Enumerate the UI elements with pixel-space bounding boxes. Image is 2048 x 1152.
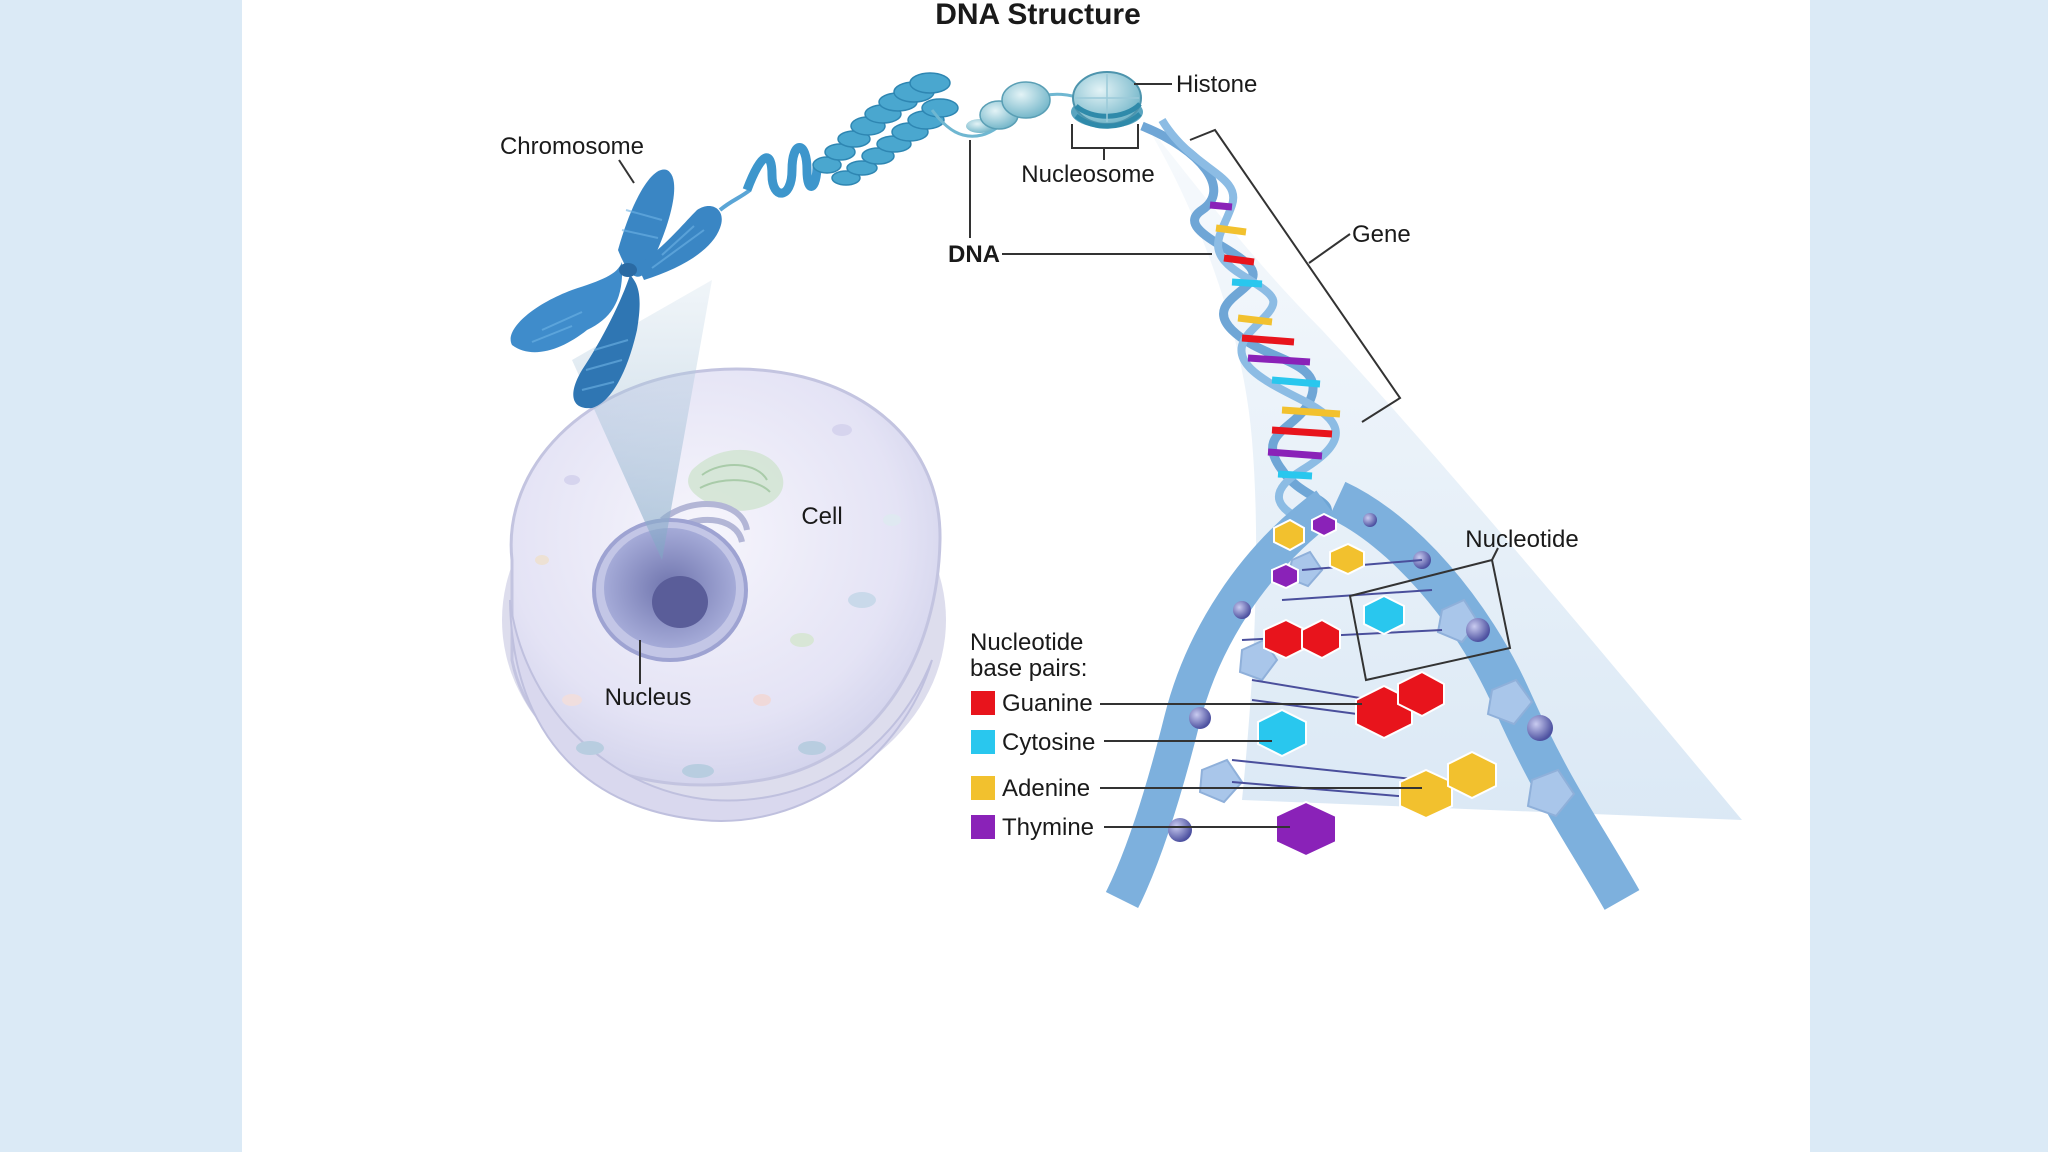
legend-label-cytosine: Cytosine xyxy=(1002,729,1095,756)
legend-heading-line1: Nucleotide xyxy=(970,629,1083,656)
legend-swatch-thymine xyxy=(971,815,995,839)
dna-helix xyxy=(1140,117,1341,524)
leader-lines xyxy=(618,83,1512,828)
label-gene: Gene xyxy=(1352,221,1411,248)
legend-swatch-adenine xyxy=(971,776,995,800)
label-nucleotide: Nucleotide xyxy=(1465,526,1578,553)
label-chromosome: Chromosome xyxy=(500,133,644,160)
histone-illustration xyxy=(1071,71,1143,129)
label-nucleosome: Nucleosome xyxy=(1021,161,1154,188)
dna-structure-diagram: DNA Structure xyxy=(500,0,1742,910)
legend-label-guanine: Guanine xyxy=(1002,690,1093,717)
label-nucleus: Nucleus xyxy=(605,684,692,711)
chromosome-illustration xyxy=(510,143,822,409)
diagram-title: DNA Structure xyxy=(935,0,1141,31)
legend-heading-line2: base pairs: xyxy=(970,655,1087,682)
label-dna: DNA xyxy=(948,241,1000,268)
cell-illustration xyxy=(502,367,946,822)
legend-swatch-guanine xyxy=(971,691,995,715)
chromatin-fiber xyxy=(812,72,959,186)
label-histone: Histone xyxy=(1176,71,1257,98)
label-cell: Cell xyxy=(801,503,842,530)
legend-label-thymine: Thymine xyxy=(1002,814,1094,841)
helix-zoom-cone xyxy=(1142,118,1742,820)
legend-label-adenine: Adenine xyxy=(1002,775,1090,802)
base-pair-legend: Nucleotide base pairs: Guanine Cytosine … xyxy=(970,629,1095,841)
legend-swatch-cytosine xyxy=(971,730,995,754)
nucleosome-string xyxy=(930,81,1088,138)
dna-helix-detail xyxy=(1105,481,1640,910)
diagram-panel: DNA Structure xyxy=(242,0,1810,1152)
